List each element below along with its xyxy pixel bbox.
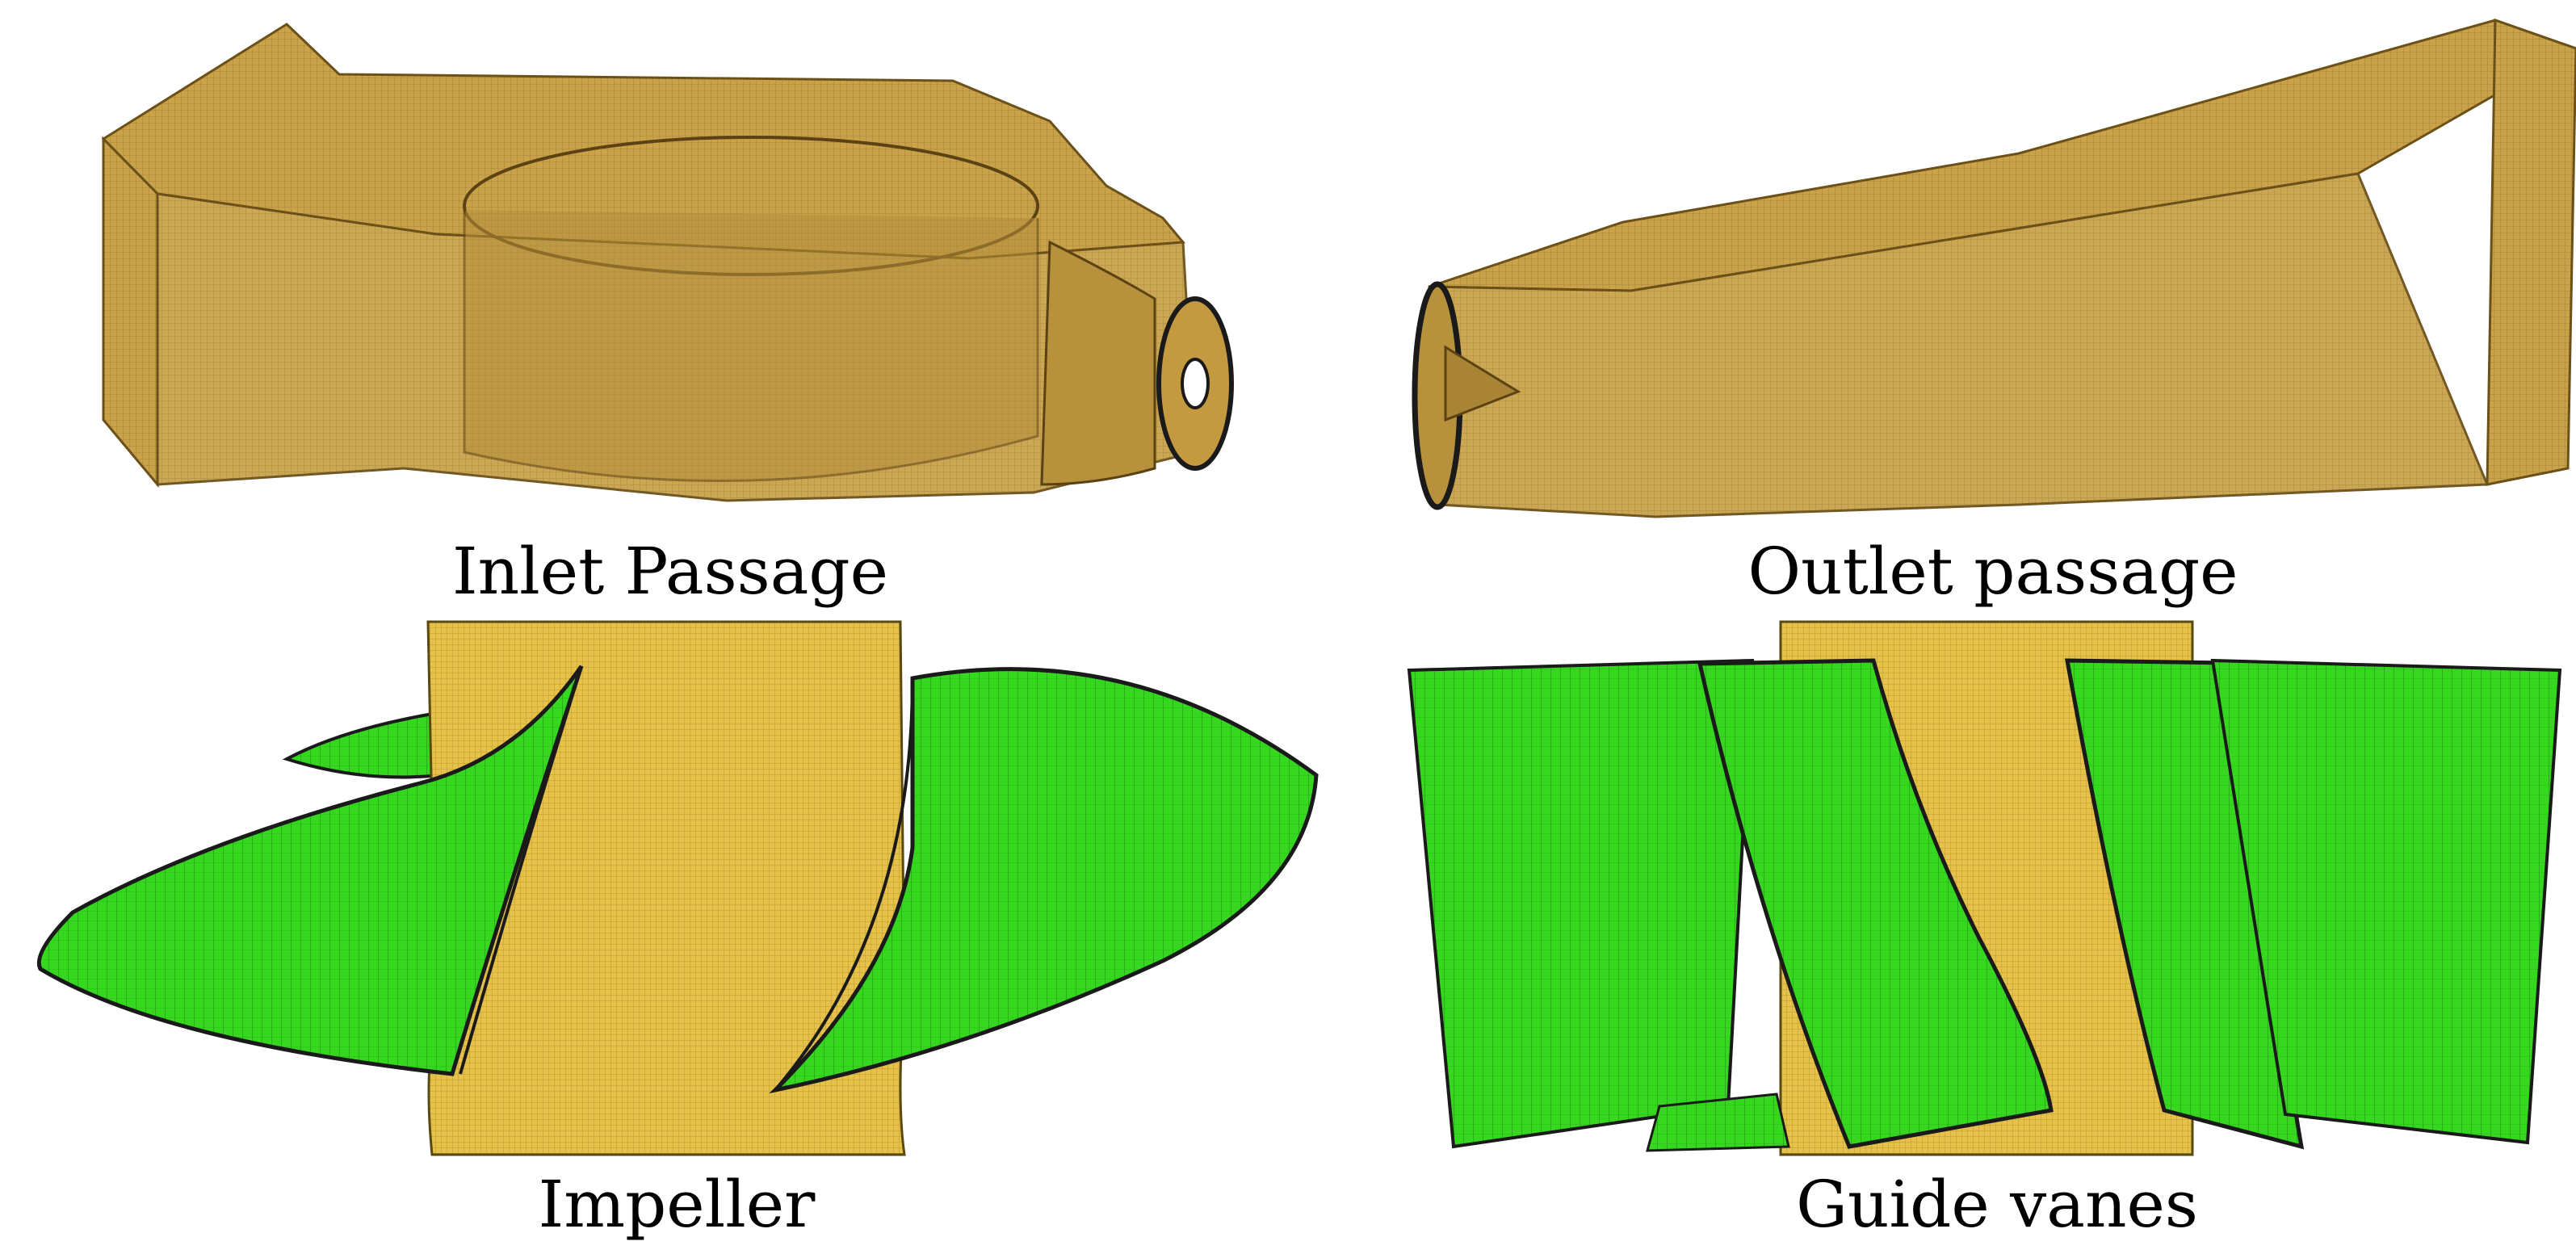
- impeller-blade-left: [36, 665, 584, 1076]
- guide-vane-far-left: [1407, 658, 1755, 1149]
- guide-vane-left-center: [1697, 658, 2054, 1149]
- caption-outlet-passage: Outlet passage: [1747, 534, 2238, 609]
- outlet-front-face: [1428, 172, 2490, 518]
- inlet-inner-cylinder-body: [463, 210, 1039, 483]
- guide-vanes-diagram: [1407, 620, 2562, 1156]
- caption-inlet-passage: Inlet Passage: [452, 534, 888, 609]
- inlet-nozzle: [1040, 240, 1156, 486]
- caption-impeller: Impeller: [538, 1167, 816, 1242]
- impeller-blade-back-left: [282, 708, 455, 779]
- impeller-blade-root: [774, 677, 914, 1092]
- inlet-passage-diagram: [101, 23, 1234, 502]
- outlet-inner-cone: [1444, 345, 1521, 422]
- outlet-end-face: [2486, 18, 2576, 486]
- impeller-blade-right: [769, 667, 1319, 1094]
- outlet-passage-diagram: [1412, 18, 2576, 518]
- guide-vane-lower-left: [1646, 1093, 1790, 1152]
- guide-vane-far-right: [2210, 658, 2562, 1145]
- inlet-hub-hole: [1181, 358, 1210, 409]
- impeller-hub-ridge: [459, 665, 583, 1075]
- inlet-end-face: [102, 136, 159, 489]
- impeller-diagram: [36, 620, 1319, 1156]
- caption-guide-vanes: Guide vanes: [1796, 1167, 2198, 1242]
